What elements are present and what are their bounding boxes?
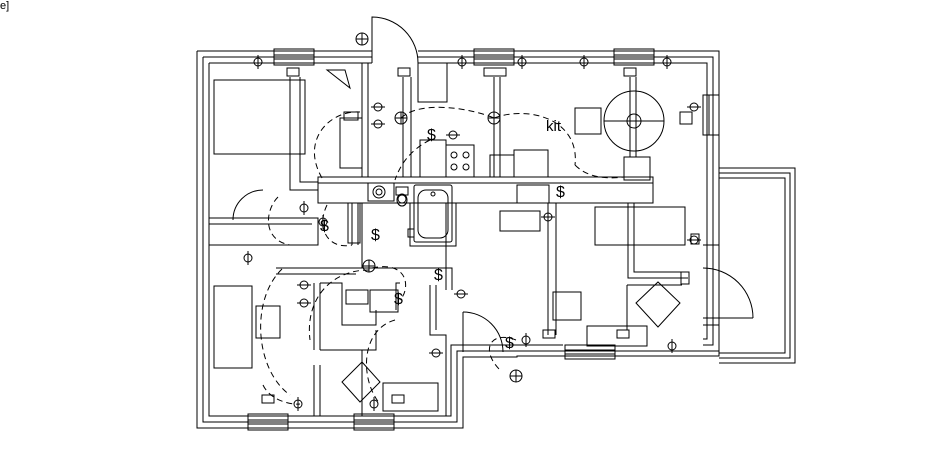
wiring	[260, 106, 625, 405]
switch-kitchen: $	[427, 127, 436, 144]
furniture	[213, 69, 686, 412]
counter-1	[499, 210, 541, 232]
chair-1	[325, 69, 351, 90]
kitchen-table	[574, 107, 602, 135]
switch-bath: $	[371, 227, 380, 244]
balcony	[703, 167, 796, 364]
end-table	[552, 291, 582, 321]
bed-1	[213, 79, 306, 155]
desk	[382, 382, 439, 412]
chair-2	[341, 361, 381, 403]
switch-hall: $	[434, 267, 443, 284]
switch-living: $	[556, 184, 565, 201]
dresser	[339, 117, 363, 169]
windows	[247, 48, 720, 431]
tv-stand	[586, 325, 648, 347]
kitchen-counter	[419, 139, 447, 178]
fridge	[513, 149, 549, 178]
outlets	[243, 55, 701, 411]
box-1	[345, 289, 369, 305]
corner-label: e]	[0, 0, 10, 12]
stove	[445, 144, 475, 178]
armchair	[635, 281, 681, 328]
switch-closet: $	[320, 218, 329, 235]
bath-sink	[367, 182, 395, 202]
interior-walls	[209, 63, 688, 416]
sofa	[594, 206, 686, 246]
nightstand	[255, 305, 281, 339]
kitchen-label: kit	[546, 118, 562, 135]
box-2	[369, 289, 399, 313]
bed-2	[213, 285, 253, 369]
bathtub	[413, 184, 453, 243]
exterior-walls	[196, 50, 720, 429]
switches: $ $ $ $ $ $ $	[320, 127, 565, 352]
doors	[232, 16, 754, 353]
switch-entry: $	[505, 335, 514, 352]
switch-bed: $	[394, 291, 403, 308]
